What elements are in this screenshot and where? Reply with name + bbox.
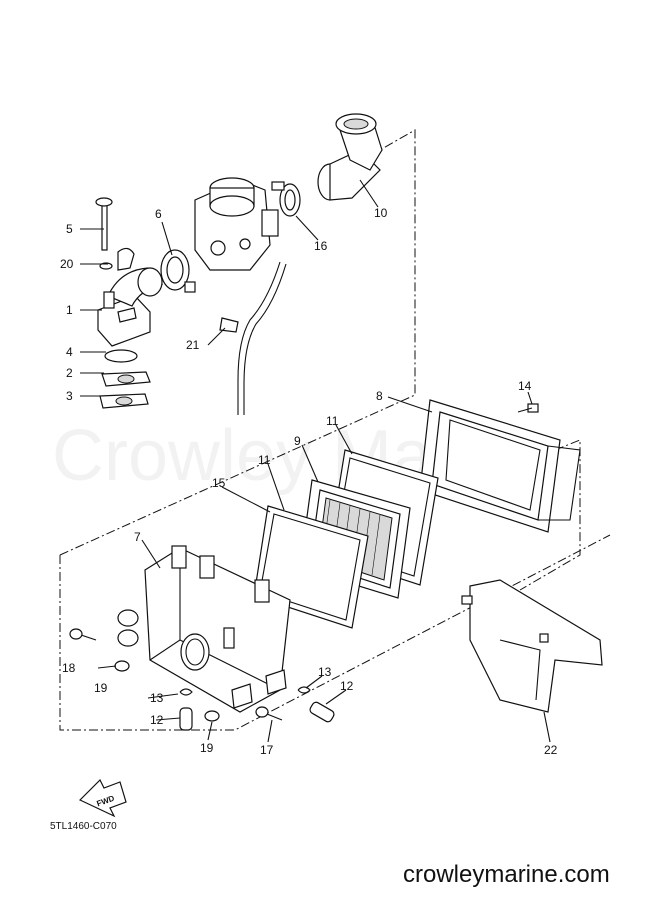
- callout-2: 2: [66, 366, 73, 380]
- callout-12-right: 12: [340, 679, 354, 693]
- leader-lines: [80, 179, 551, 743]
- callout-12-left: 12: [150, 713, 164, 727]
- callout-8: 8: [376, 389, 383, 403]
- callout-20: 20: [60, 257, 74, 271]
- callout-19-bottom: 19: [200, 741, 214, 755]
- filter-group: [253, 479, 411, 629]
- carburetor-group: [160, 177, 301, 415]
- callout-11-left: 11: [258, 453, 271, 467]
- joint-10-group: [317, 113, 383, 201]
- callout-1: 1: [66, 303, 73, 317]
- callout-16: 16: [314, 239, 328, 253]
- callout-11-top: 11: [326, 414, 339, 428]
- diagram-code: 5TL1460-C070: [50, 821, 117, 832]
- callout-14: 14: [518, 379, 532, 393]
- callout-4: 4: [66, 345, 73, 359]
- callout-15: 15: [212, 476, 226, 490]
- callout-21: 21: [186, 338, 200, 352]
- callout-13-right: 13: [318, 665, 332, 679]
- callout-9: 9: [294, 434, 301, 448]
- filter-case-group: [117, 545, 291, 713]
- callout-5: 5: [66, 222, 73, 236]
- brand-url[interactable]: crowleymarine.com: [403, 861, 610, 888]
- callout-13-left: 13: [150, 691, 164, 705]
- bracket-22-group: [461, 579, 603, 713]
- assembly-boundaries: [59, 129, 611, 731]
- callout-7: 7: [134, 530, 141, 544]
- fwd-arrow-icon: FWD: [78, 778, 127, 818]
- callout-17: 17: [260, 743, 274, 757]
- callout-19-left: 19: [94, 681, 108, 695]
- callout-18: 18: [62, 661, 76, 675]
- callout-6: 6: [155, 207, 162, 221]
- callout-labels: 5 20 1 4 2 3 6 10 16 21 14 8 11 9 11 15 …: [60, 206, 558, 757]
- callout-3: 3: [66, 389, 73, 403]
- hardware-group: [69, 628, 335, 731]
- intake-joint-group: [95, 197, 164, 409]
- callout-22: 22: [544, 743, 558, 757]
- callout-10: 10: [374, 206, 388, 220]
